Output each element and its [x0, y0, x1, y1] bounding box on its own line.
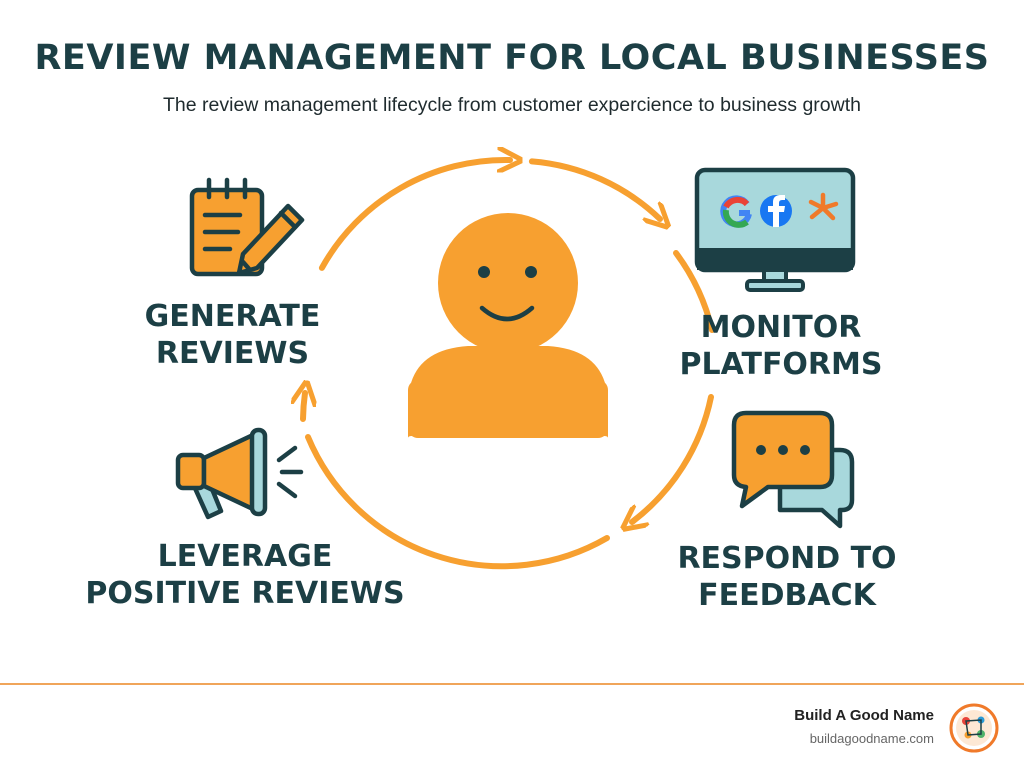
google-logo-icon — [720, 195, 752, 228]
stage-label-line: REVIEWS — [155, 336, 310, 371]
brand-name: Build A Good Name — [794, 707, 934, 724]
stage-label-monitor-platforms: MONITOR PLATFORMS — [676, 309, 886, 383]
arrow-generate-to-monitor-left — [318, 160, 510, 271]
smiling-customer-icon — [408, 213, 608, 438]
stage-label-line: POSITIVE REVIEWS — [85, 576, 405, 611]
arrow-generate-to-monitor-right — [528, 158, 660, 219]
yelp-logo-icon — [808, 192, 839, 221]
arrow-monitor-to-respond-top — [673, 250, 715, 333]
stage-label-line: LEVERAGE — [157, 539, 333, 574]
arrow-monitor-to-respond — [632, 394, 714, 522]
facebook-logo-icon — [760, 195, 792, 227]
lifecycle-diagram — [175, 0, 856, 570]
stage-label-line: PLATFORMS — [679, 347, 883, 382]
stage-label-line: RESPOND TO — [677, 541, 897, 576]
stage-label-line: GENERATE — [144, 299, 321, 334]
arrow-respond-to-leverage — [305, 434, 610, 570]
footer-divider — [0, 683, 1024, 685]
chat-bubbles-icon — [731, 410, 855, 529]
arrow-leverage-to-generate — [303, 393, 305, 422]
monitor-icon — [694, 167, 856, 292]
cycle-arrows — [303, 158, 715, 570]
stage-label-leverage-positive-reviews: LEVERAGE POSITIVE REVIEWS — [80, 538, 410, 612]
page-title: REVIEW MANAGEMENT FOR LOCAL BUSINESSES — [34, 38, 990, 78]
page-subtitle: The review management lifecycle from cus… — [163, 94, 861, 116]
megaphone-icon — [175, 427, 304, 520]
stage-label-respond-to-feedback: RESPOND TO FEEDBACK — [676, 540, 898, 614]
stage-label-line: MONITOR — [700, 310, 862, 345]
notepad-pencil-icon — [189, 177, 305, 277]
stage-label-generate-reviews: GENERATE REVIEWS — [130, 298, 335, 372]
brand-url[interactable]: buildagoodname.com — [809, 731, 934, 746]
brand-logo-icon — [949, 703, 999, 753]
stage-label-line: FEEDBACK — [698, 578, 876, 613]
